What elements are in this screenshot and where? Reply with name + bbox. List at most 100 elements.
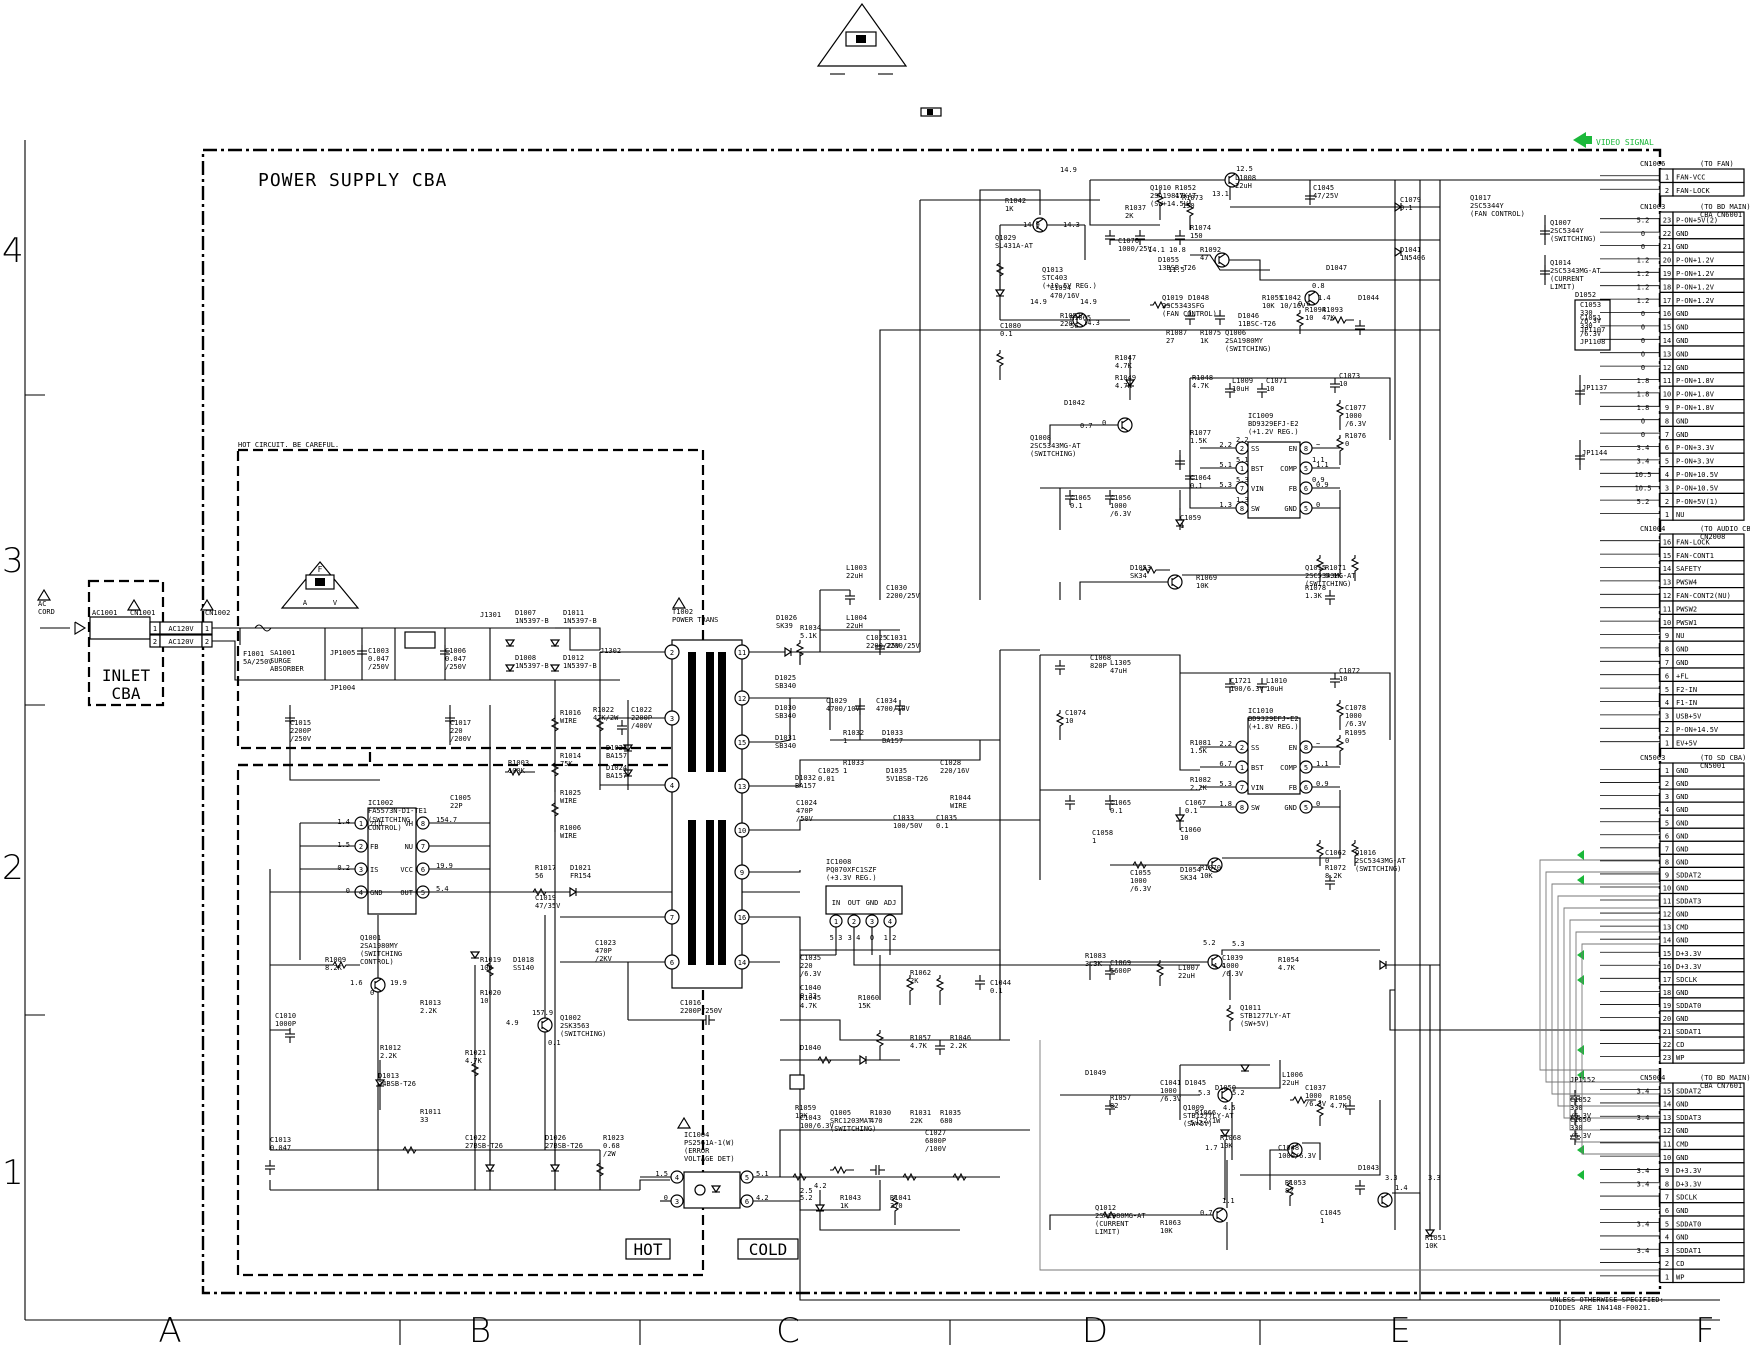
resistor [1140, 565, 1170, 575]
connector-pin-voltage: 0 [1641, 417, 1645, 425]
ic1008-pin-name: OUT [848, 899, 861, 907]
wire [1211, 858, 1219, 864]
signal-arrow-icon [1577, 1145, 1584, 1155]
part-label: 10 [1339, 675, 1347, 683]
part-label: 100/6.3V [800, 1122, 835, 1130]
connector-pin-voltage: 10.5 [1635, 471, 1652, 479]
ic1009-pin-number: 5 [1304, 465, 1308, 473]
connector-pin-number: 19 [1663, 270, 1671, 278]
part-label: R1032 [843, 729, 864, 737]
part-label: R1049 [1115, 374, 1136, 382]
connector-destination: (TO FAN) [1700, 160, 1734, 168]
part-label: 0.1 [936, 822, 949, 830]
ic1002-pin-voltage: 1.5 [337, 841, 350, 849]
part-label: 10uH [1232, 385, 1249, 393]
part-label: Q1017 [1470, 194, 1491, 202]
voltage-reading: 5.1 [1236, 456, 1249, 464]
part-label: D1018 [513, 956, 534, 964]
voltage-reading: 4.5 [1223, 1104, 1236, 1112]
signal-arrow-icon [1577, 975, 1584, 985]
connector-pin-name: CD [1676, 1260, 1684, 1268]
wire [1389, 989, 1660, 1031]
connector-pin-number: 3 [1665, 484, 1669, 492]
part-label: /400V [631, 722, 653, 730]
part-label: 10 [1180, 834, 1188, 842]
part-label: 4.7K [910, 1042, 928, 1050]
wire [853, 955, 1200, 966]
connector-pin-number: 12 [1663, 1127, 1671, 1135]
part-label: 1.5K [1190, 437, 1208, 445]
connector-pin-number: 11 [1663, 898, 1671, 906]
part-label: 150 [1182, 202, 1195, 210]
connector-pin-name: GND [1676, 806, 1689, 814]
wire [1211, 955, 1219, 961]
wire [1229, 259, 1290, 281]
connector-pin-name: SDDAT1 [1676, 1247, 1701, 1255]
wire [1089, 180, 1160, 226]
part-label: /6.3V [1570, 1112, 1592, 1120]
part-label: 2.2K [1190, 784, 1208, 792]
connector-ref: CN1006 [1640, 160, 1665, 168]
resistor [485, 960, 495, 990]
part-label: Q1010 [1150, 184, 1171, 192]
part-label: /6.3V [1580, 317, 1602, 325]
voltage-reading: 3.3 [1385, 1174, 1398, 1182]
part-label: 2200/25V [866, 642, 901, 650]
part-label: C1071 [1266, 377, 1287, 385]
part-label: 8.2K [1325, 872, 1343, 880]
voltage-reading: 0.6 [1298, 300, 1311, 308]
ic1004-label: (ERROR [684, 1147, 710, 1155]
part-label: 2200P [631, 714, 652, 722]
ic1010-pin-number: 6 [1304, 784, 1308, 792]
ic1009-pin-name: SS [1251, 445, 1259, 453]
wire [1121, 418, 1129, 424]
connector-pin-number: 8 [1665, 646, 1669, 654]
part-label: 0.1 [1400, 204, 1413, 212]
transformer-pin-number: 7 [670, 914, 674, 922]
part-label: 82 [1110, 1102, 1118, 1110]
part-label: 56 [1070, 322, 1078, 330]
part-label: 220 [1060, 320, 1073, 328]
part-label: C1054 [1050, 284, 1071, 292]
wire [1180, 672, 1391, 740]
part-label: 10K [1425, 1242, 1438, 1250]
part-label: R1012 [380, 1044, 401, 1052]
ic1002-pin-number: 7 [421, 843, 425, 851]
part-label: 100/50V [893, 822, 923, 830]
part-label: R1063 [1160, 1219, 1181, 1227]
ic1009-pin-number: 2 [1240, 445, 1244, 453]
part-label: C1041 [1160, 1079, 1181, 1087]
cold-label: COLD [749, 1240, 788, 1259]
part-label: R1025 [560, 789, 581, 797]
connector-pin-voltage: 1.2 [1637, 283, 1650, 291]
connector-pin-number: 18 [1663, 283, 1671, 291]
ic1009-pin-voltage: 1.3 [1219, 501, 1232, 509]
resistor [530, 887, 560, 897]
ic1008-pin-number: 3 [870, 918, 874, 926]
ic1009-pin-voltage: 0.9 [1316, 481, 1329, 489]
part-label: Q1007 [1550, 219, 1571, 227]
part-label: 2.2K [420, 1007, 438, 1015]
ic1002-body [367, 807, 417, 915]
part-label: R1072 [1325, 864, 1346, 872]
voltage-reading: 10.8 [1169, 246, 1186, 254]
connector-pin-name: SDCLK [1676, 1194, 1698, 1202]
part-label: 100/6.3V [1230, 685, 1265, 693]
connector-pin-name: PWSW2 [1676, 605, 1697, 613]
wire [639, 1179, 670, 1190]
wire [1545, 871, 1660, 1083]
part-label: 75K [560, 760, 573, 768]
resistor [1330, 315, 1354, 325]
part-label: 1 [1092, 837, 1096, 845]
ac1001-socket [89, 616, 151, 640]
ic1008-label: PQ070XFC1SZF [826, 866, 877, 874]
voltage-reading: 4.2 [814, 1182, 827, 1190]
transformer-pin-number: 15 [738, 739, 746, 747]
ic1009-pin-number: 6 [1304, 485, 1308, 493]
connector-pin-number: 15 [1663, 324, 1671, 332]
ic1002-pin-voltage: 19.9 [436, 862, 453, 870]
part-label: 22uH [1235, 182, 1252, 190]
wire [541, 1026, 549, 1032]
part-label: C1101 [0, 0, 21, 2]
connector-pin-name: FAN-LOCK [1676, 187, 1711, 195]
